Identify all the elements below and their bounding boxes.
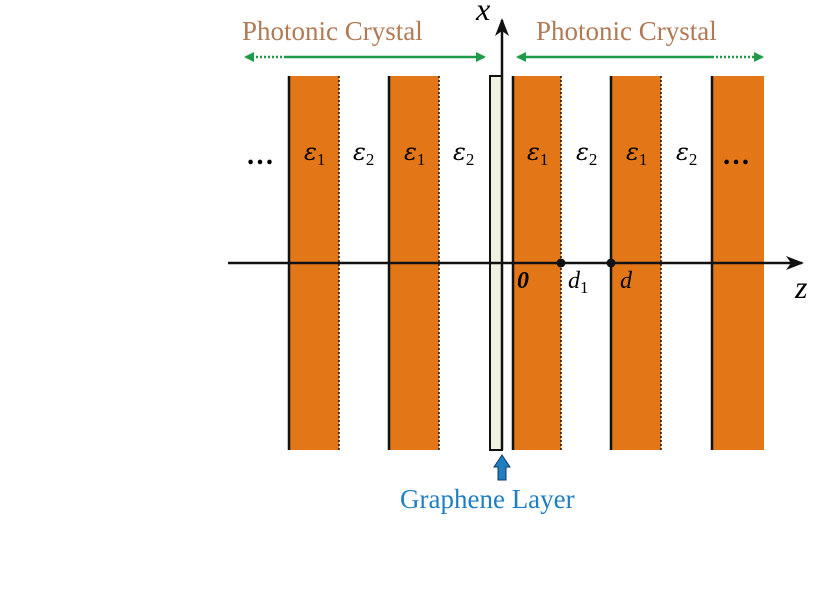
tick-point-d	[606, 258, 616, 268]
up-arrow-icon	[493, 454, 511, 481]
eps-label: ε2	[353, 138, 374, 169]
eps-label: ε1	[404, 138, 425, 169]
eps-label: ε2	[576, 138, 597, 169]
tick-point-d1	[556, 258, 566, 268]
ellipsis-left: …	[246, 140, 274, 171]
eps-label: ε2	[676, 138, 697, 169]
crystal-label-left: Photonic Crystal	[242, 16, 423, 46]
d1-label: d1	[568, 268, 589, 297]
eps-label: ε1	[626, 138, 647, 169]
ellipsis-right: …	[722, 140, 750, 171]
permittivity-labels: ε1 ε2 ε1 ε2 ε1 ε2 ε1 ε2	[304, 138, 697, 169]
eps-label: ε2	[453, 138, 474, 169]
eps-label: ε1	[527, 138, 548, 169]
axes	[228, 18, 804, 450]
z-axis-label: z	[794, 269, 808, 305]
x-axis-label: x	[475, 0, 490, 27]
graphene-label: Graphene Layer	[400, 484, 575, 514]
d-label: d	[620, 268, 633, 294]
eps-label: ε1	[304, 138, 325, 169]
origin-label: 0	[517, 268, 529, 294]
crystal-label-right: Photonic Crystal	[536, 16, 717, 46]
